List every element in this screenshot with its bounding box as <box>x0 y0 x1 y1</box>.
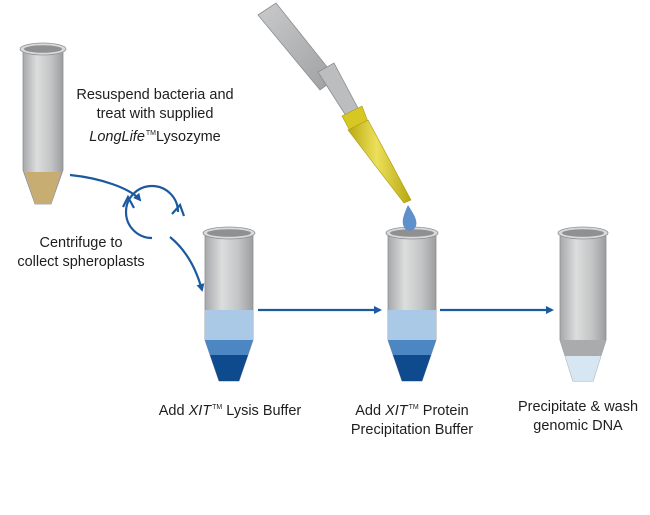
dna-pellet <box>565 356 601 381</box>
lysate-layer <box>205 310 253 340</box>
tube-lysis-buffer <box>202 226 256 382</box>
precipitate-step-label: Precipitate & wash genomic DNA <box>517 399 639 434</box>
cell-pellet <box>25 172 61 204</box>
lysate-layer <box>388 310 436 340</box>
centrifuge-step-label: Centrifuge to collect spheroplasts <box>17 235 145 270</box>
centrifuge-cycle <box>69 173 205 292</box>
tube-genomic-dna <box>557 226 609 382</box>
tube-lysozyme <box>19 42 67 205</box>
protein-step-label: Add XITTM Protein Precipitation Buffer <box>350 403 474 438</box>
lysozyme-step-label: Resuspend bacteria and treat with suppli… <box>76 87 234 145</box>
buffer-drop <box>402 205 417 231</box>
tube-protein-precipitation <box>385 226 439 382</box>
lysis-step-label: Add XITTM Lysis Buffer <box>158 403 302 419</box>
pipette-icon <box>257 2 417 231</box>
